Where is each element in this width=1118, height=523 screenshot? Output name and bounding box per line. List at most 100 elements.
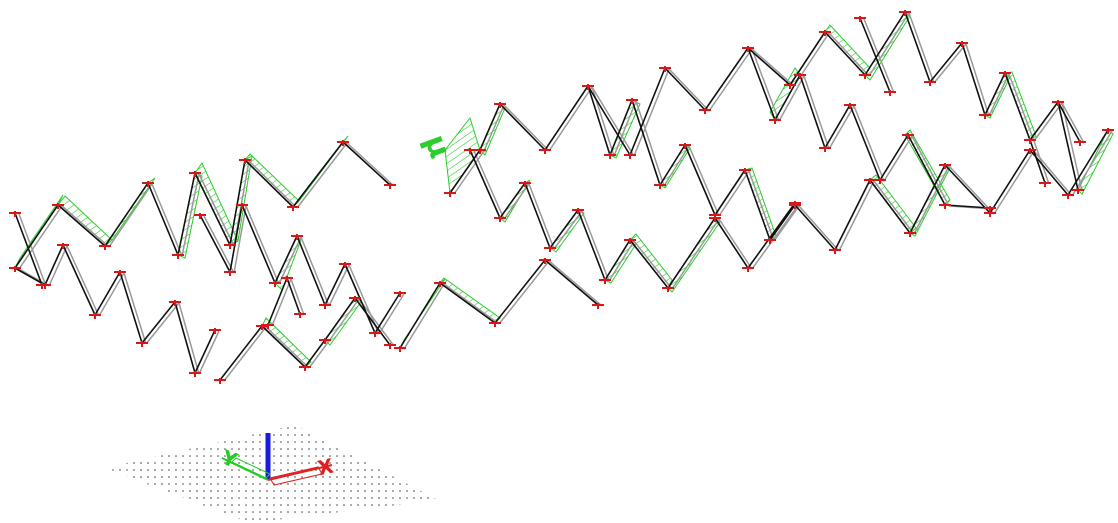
truss-member[interactable]: [631, 99, 661, 186]
truss-member[interactable]: [664, 67, 706, 111]
truss-member[interactable]: [629, 239, 669, 289]
truss-member[interactable]: [244, 159, 294, 208]
truss-member[interactable]: [174, 301, 196, 374]
truss-member[interactable]: [141, 301, 176, 344]
truss-member[interactable]: [479, 103, 501, 151]
truss-member[interactable]: [714, 169, 746, 216]
truss-member[interactable]: [62, 244, 96, 316]
truss-member[interactable]: [704, 47, 749, 111]
truss-member[interactable]: [587, 85, 611, 156]
truss-member[interactable]: [989, 149, 1031, 214]
member-shadow: [198, 173, 235, 247]
truss-member[interactable]: [907, 134, 946, 206]
truss-member[interactable]: [769, 204, 796, 241]
truss-member[interactable]: [229, 204, 243, 273]
truss-member[interactable]: [684, 144, 716, 216]
truss-member[interactable]: [219, 325, 263, 381]
truss-member[interactable]: [199, 214, 231, 273]
truss-member[interactable]: [194, 329, 216, 374]
truss-member[interactable]: [94, 271, 121, 316]
truss-member[interactable]: [449, 149, 481, 194]
truss-member[interactable]: [869, 179, 911, 234]
support-marker-icon: [624, 238, 636, 244]
truss-member[interactable]: [747, 47, 776, 121]
truss-member[interactable]: [544, 85, 589, 151]
truss-member[interactable]: [1029, 139, 1046, 184]
truss-member[interactable]: [879, 134, 909, 181]
truss-member[interactable]: [147, 182, 179, 256]
truss-member[interactable]: [909, 164, 946, 234]
truss-member[interactable]: [747, 202, 796, 269]
truss-member[interactable]: [864, 11, 906, 76]
truss-member[interactable]: [587, 85, 631, 156]
truss-member[interactable]: [524, 182, 551, 249]
truss-member[interactable]: [774, 74, 801, 121]
truss-member[interactable]: [544, 259, 599, 306]
truss-member[interactable]: [304, 339, 326, 368]
truss-member[interactable]: [961, 42, 986, 116]
truss-member[interactable]: [849, 104, 881, 181]
truss-member[interactable]: [119, 271, 143, 344]
truss-member[interactable]: [834, 179, 871, 251]
truss-member[interactable]: [549, 209, 579, 249]
truss-member[interactable]: [984, 72, 1006, 116]
truss-member[interactable]: [667, 217, 716, 289]
truss-member[interactable]: [609, 99, 633, 156]
truss-member[interactable]: [439, 282, 496, 324]
truss-member[interactable]: [229, 159, 246, 246]
truss-member[interactable]: [1057, 101, 1079, 191]
support-marker-icon: [984, 206, 996, 212]
truss-member[interactable]: [1067, 129, 1109, 196]
truss-member[interactable]: [274, 235, 298, 284]
truss-member[interactable]: [744, 169, 771, 241]
truss-member[interactable]: [354, 297, 391, 346]
truss-member[interactable]: [399, 282, 441, 349]
member-shadow: [108, 183, 153, 248]
member-shadow: [278, 236, 302, 285]
truss-member[interactable]: [14, 204, 59, 269]
truss-member[interactable]: [177, 172, 196, 256]
truss-member[interactable]: [494, 259, 546, 324]
truss-member[interactable]: [799, 74, 826, 149]
truss-member[interactable]: [824, 104, 851, 149]
truss-member[interactable]: [44, 244, 64, 286]
truss-member[interactable]: [789, 31, 826, 86]
truss-member[interactable]: [374, 292, 401, 334]
truss-member[interactable]: [286, 277, 301, 315]
truss-member[interactable]: [929, 42, 963, 83]
truss-member[interactable]: [794, 204, 836, 251]
truss-member[interactable]: [261, 325, 306, 368]
truss-member[interactable]: [1004, 72, 1031, 141]
truss-member[interactable]: [104, 182, 149, 247]
truss-member[interactable]: [714, 217, 749, 269]
support-marker-icon: [394, 291, 406, 297]
truss-member[interactable]: [499, 182, 526, 219]
truss-member[interactable]: [1029, 101, 1059, 141]
truss-member[interactable]: [1057, 101, 1081, 143]
truss-member[interactable]: [241, 204, 276, 284]
truss-member[interactable]: [292, 141, 344, 208]
truss-member[interactable]: [944, 204, 991, 209]
truss-member[interactable]: [577, 209, 606, 281]
truss-member[interactable]: [324, 263, 346, 306]
truss-member[interactable]: [14, 267, 46, 286]
truss-member[interactable]: [267, 277, 288, 326]
truss-member[interactable]: [194, 172, 231, 246]
truss-member[interactable]: [296, 235, 326, 306]
truss-member[interactable]: [824, 31, 866, 76]
support-marker-icon: [769, 118, 781, 124]
truss-member[interactable]: [604, 239, 631, 281]
truss-member[interactable]: [944, 164, 991, 214]
truss-member[interactable]: [342, 141, 391, 186]
truss-member[interactable]: [469, 149, 501, 219]
truss-member[interactable]: [499, 103, 546, 151]
truss-member[interactable]: [659, 144, 686, 186]
truss-member[interactable]: [57, 204, 106, 247]
truss-member[interactable]: [859, 17, 891, 93]
truss-member[interactable]: [904, 11, 931, 83]
truss-member[interactable]: [324, 297, 356, 341]
truss-member[interactable]: [629, 67, 666, 156]
truss-member[interactable]: [747, 47, 791, 86]
